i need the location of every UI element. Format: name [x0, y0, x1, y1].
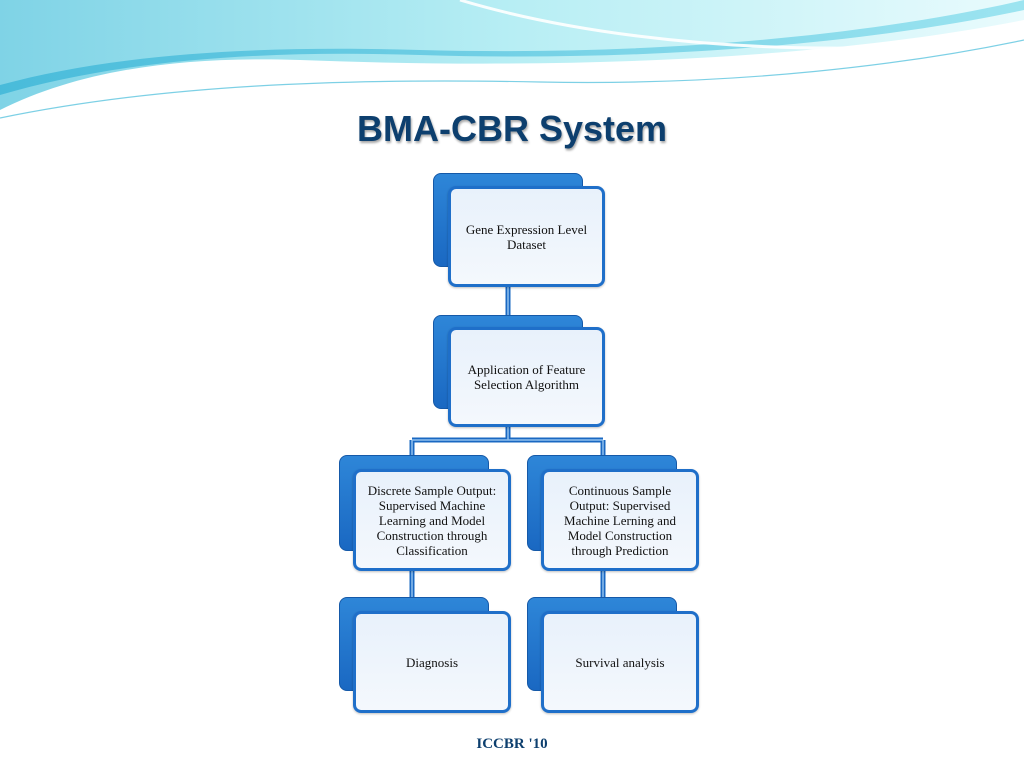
slide-title: BMA-CBR System [356, 108, 668, 149]
node-survival-analysis: Survival analysis [527, 597, 699, 713]
node-label: Discrete Sample Output: Supervised Machi… [367, 482, 497, 558]
header-wave-decoration [0, 0, 1024, 119]
node-label-box: Application of Feature Selection Algorit… [448, 327, 605, 427]
node-discrete-output: Discrete Sample Output: Supervised Machi… [339, 455, 511, 571]
node-label-box: Discrete Sample Output: Supervised Machi… [353, 469, 511, 571]
node-label: Survival analysis [575, 654, 665, 670]
node-diagnosis: Diagnosis [339, 597, 511, 713]
node-label: Gene Expression Level Dataset [465, 221, 588, 252]
node-label: Application of Feature Selection Algorit… [467, 362, 586, 392]
node-label-box: Diagnosis [353, 611, 511, 713]
node-label: Diagnosis [406, 654, 458, 670]
node-gene-expression: Gene Expression Level Dataset [433, 173, 605, 287]
node-label-box: Continuous Sample Output: Supervised Mac… [541, 469, 699, 571]
slide-footer: ICCBR '10 [476, 736, 548, 752]
node-continuous-output: Continuous Sample Output: Supervised Mac… [527, 455, 699, 571]
node-feature-selection: Application of Feature Selection Algorit… [433, 315, 605, 427]
node-label: Continuous Sample Output: Supervised Mac… [564, 482, 676, 558]
node-label-box: Gene Expression Level Dataset [448, 186, 605, 287]
node-label-box: Survival analysis [541, 611, 699, 713]
